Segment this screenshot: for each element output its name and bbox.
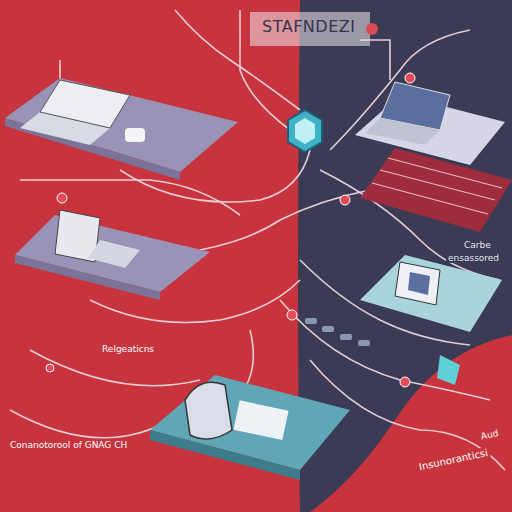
dot [366,23,378,35]
label: ensassored [446,253,501,263]
keyboard [88,240,140,268]
cube-icon [437,355,460,385]
label: Relgeaticns [100,344,156,354]
platform-edge [15,255,160,300]
hub-icon [288,110,322,152]
wires [10,10,505,470]
platform [360,255,502,332]
hub-icon-core [295,118,315,144]
title-glow [250,12,370,46]
striped-band [360,148,512,232]
label: Carbe [462,240,493,250]
label: Conanotorool of GNAG CH [8,440,129,450]
navy-ground [298,0,512,512]
title: STAFNDEZI [262,18,355,36]
laptop-keyboard [365,118,440,145]
laptop-screen [40,80,130,128]
label: Insunoranticsi [416,447,491,474]
platform [150,375,350,470]
device [185,382,232,439]
monitor [395,262,440,305]
paper [233,400,288,440]
plugs [305,318,370,346]
band-stripes [372,158,502,214]
monitor-screen [408,272,430,295]
label: Aud [478,428,501,443]
mouse [125,128,145,142]
